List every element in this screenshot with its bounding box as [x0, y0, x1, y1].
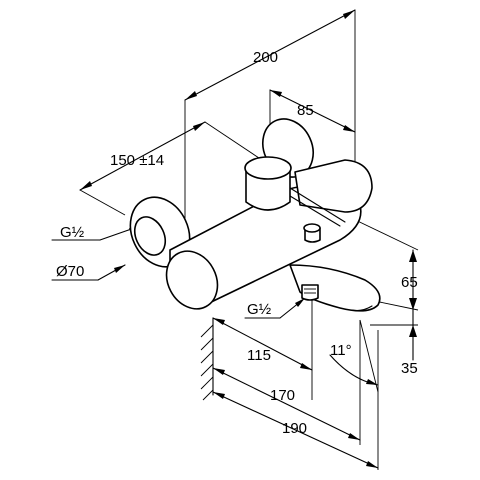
- dimension-200-line: [184, 9, 356, 101]
- label-65: 65: [401, 274, 418, 291]
- label-11-degree: 11°: [330, 342, 352, 359]
- spout-outlet: [301, 284, 319, 301]
- spout: [289, 264, 381, 312]
- dimension-35-line: [409, 309, 417, 361]
- lever-handle: [294, 159, 373, 213]
- label-200: 200: [253, 49, 278, 66]
- label-thread-outlet: G½: [247, 301, 272, 318]
- dimension-115-line: [212, 317, 313, 371]
- dimension-65-line: [409, 249, 417, 311]
- dimension-150-line: [79, 121, 206, 191]
- leader-thread-outlet: [244, 297, 306, 319]
- label-85: 85: [297, 102, 314, 119]
- body-end-cap: [165, 250, 219, 310]
- label-35: 35: [401, 360, 418, 377]
- faucet-body: [129, 118, 381, 312]
- wall-hatch: [200, 317, 214, 401]
- dimension-190-line: [212, 391, 379, 469]
- cartridge: [245, 169, 291, 211]
- label-170: 170: [270, 387, 295, 404]
- label-thread-left: G½: [60, 224, 85, 241]
- label-diameter: Ø70: [56, 263, 84, 280]
- angle-11-arc: [329, 319, 379, 393]
- label-150: 150 ±14: [110, 152, 164, 169]
- leader-diameter: [51, 264, 126, 281]
- dimension-85-line: [269, 89, 356, 133]
- dimension-170-line: [212, 367, 361, 441]
- label-190: 190: [282, 420, 307, 437]
- label-115: 115: [247, 347, 271, 364]
